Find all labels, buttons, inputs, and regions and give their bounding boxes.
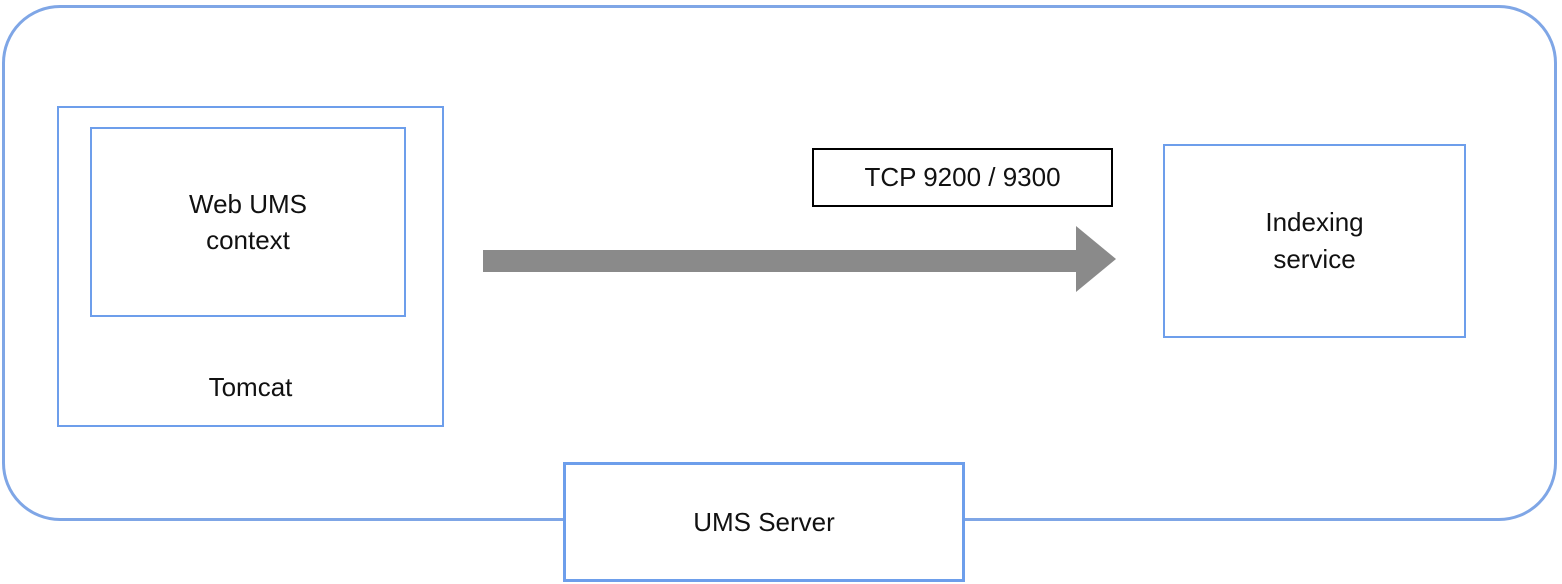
indexing-service-box: Indexing service — [1163, 144, 1466, 338]
ums-server-title-box: UMS Server — [563, 462, 965, 582]
connector-arrow-body — [483, 250, 1077, 272]
tomcat-label: Tomcat — [208, 371, 293, 402]
tcp-ports-label-box: TCP 9200 / 9300 — [812, 148, 1113, 207]
web-ums-context-box: Web UMS context — [90, 127, 406, 317]
connector-arrow-head-icon — [1076, 226, 1116, 292]
